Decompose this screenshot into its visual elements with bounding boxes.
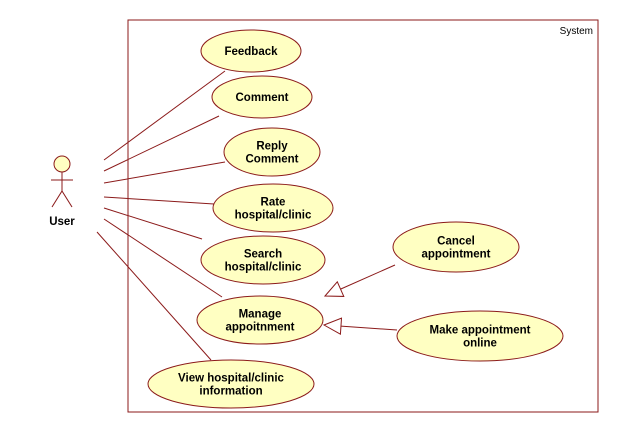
- association-feedback: [103, 70, 226, 161]
- generalization-lines: [322, 264, 398, 335]
- association-rate: [103, 196, 215, 205]
- use-case-label: Make appointment: [430, 325, 531, 337]
- actor-name: User: [49, 216, 75, 228]
- association-search: [103, 207, 203, 240]
- use-case-label: Rate: [261, 197, 286, 209]
- use-case-label: Comment: [245, 154, 298, 166]
- use-case-label: hospital/clinic: [225, 262, 302, 274]
- generalization-make: [340, 325, 398, 331]
- use-case-label: Manage: [239, 309, 282, 321]
- use-case-label: Cancel: [437, 236, 475, 248]
- use-case-label: information: [199, 386, 262, 398]
- use-case-label: appoitnment: [226, 322, 295, 334]
- use-case-comment[interactable]: Comment: [211, 75, 313, 119]
- use-case-ellipse: [223, 127, 321, 177]
- association-comment: [103, 115, 220, 172]
- use-case-ellipse: [147, 359, 315, 409]
- use-case-label: online: [463, 338, 497, 350]
- use-case-label: View hospital/clinic: [178, 373, 284, 385]
- association-view: [96, 231, 212, 361]
- association-reply-comment: [103, 161, 226, 184]
- use-case-ellipse: [392, 221, 520, 273]
- use-case-feedback[interactable]: Feedback: [200, 29, 302, 73]
- association-manage: [103, 218, 223, 298]
- use-case-ellipse: [200, 235, 326, 285]
- actor-user[interactable]: User: [49, 155, 75, 228]
- generalization-arrowhead: [322, 317, 343, 335]
- use-case-ellipse: [196, 295, 324, 345]
- generalization-arrowhead: [323, 280, 345, 297]
- generalization-cancel: [340, 264, 396, 290]
- use-case-ellipse: [200, 29, 302, 73]
- use-case-label: Search: [244, 249, 282, 261]
- use-case-label: Comment: [235, 92, 288, 104]
- use-case-ellipse: [396, 310, 564, 362]
- system-label: System: [560, 26, 593, 37]
- use-case-label: appointment: [422, 249, 491, 261]
- use-cases: FeedbackCommentReplyCommentRatehospital/…: [147, 29, 564, 409]
- use-case-ellipse: [211, 75, 313, 119]
- use-case-label: hospital/clinic: [235, 210, 312, 222]
- stick-figure-icon: [51, 155, 73, 208]
- use-case-label: Feedback: [224, 46, 278, 58]
- use-case-ellipse: [212, 183, 334, 233]
- use-case-label: Reply: [256, 141, 288, 153]
- association-lines: [96, 70, 226, 361]
